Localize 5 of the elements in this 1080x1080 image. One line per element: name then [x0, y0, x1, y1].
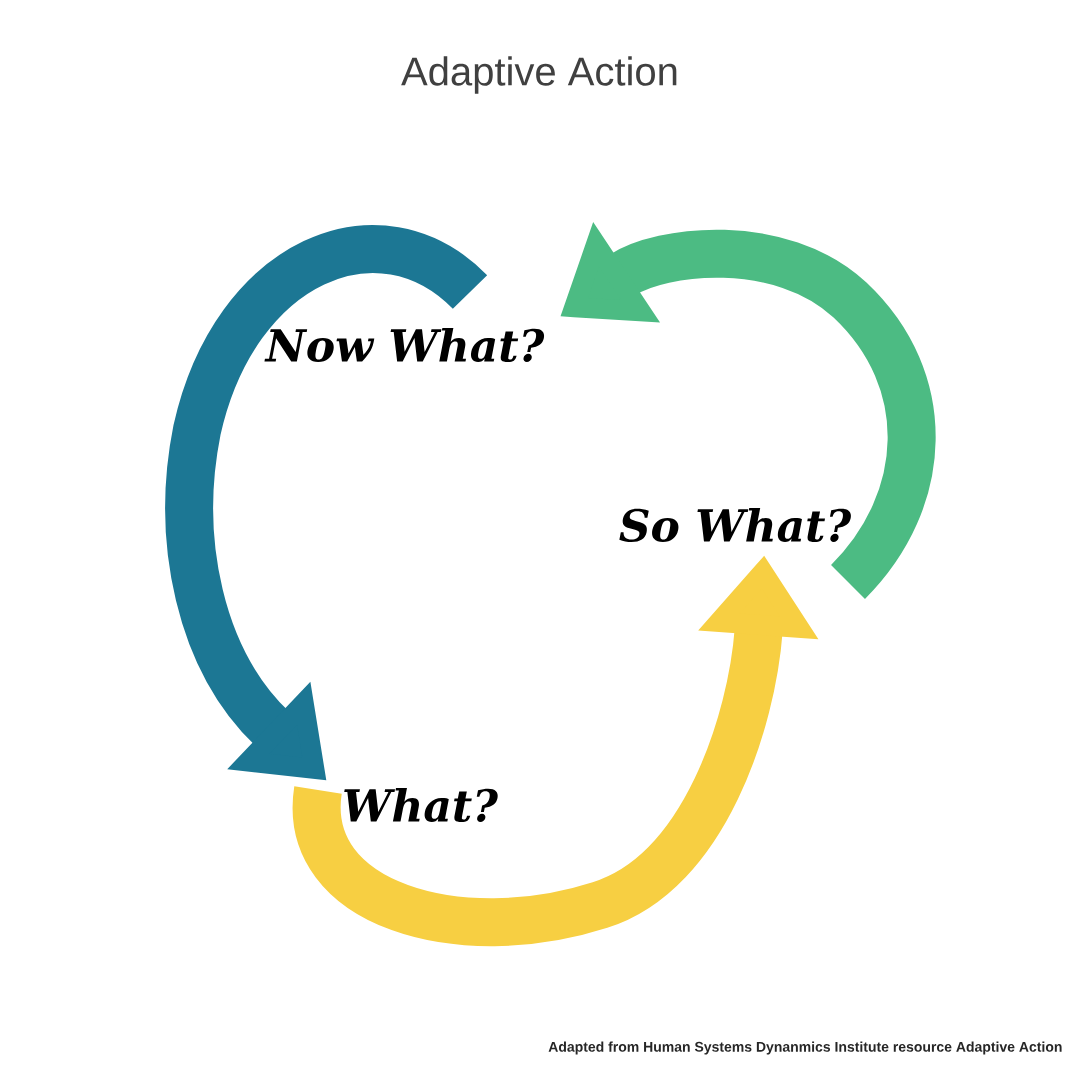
handwritten-label: What? — [344, 788, 498, 823]
handwritten-label: Now What? — [264, 328, 545, 363]
title: Adaptive Action — [401, 56, 677, 94]
caption: Adapted from Human Systems Dynanmics Institute resource Adaptive Action — [548, 1041, 1062, 1055]
handwritten-label: So What? — [619, 508, 851, 543]
